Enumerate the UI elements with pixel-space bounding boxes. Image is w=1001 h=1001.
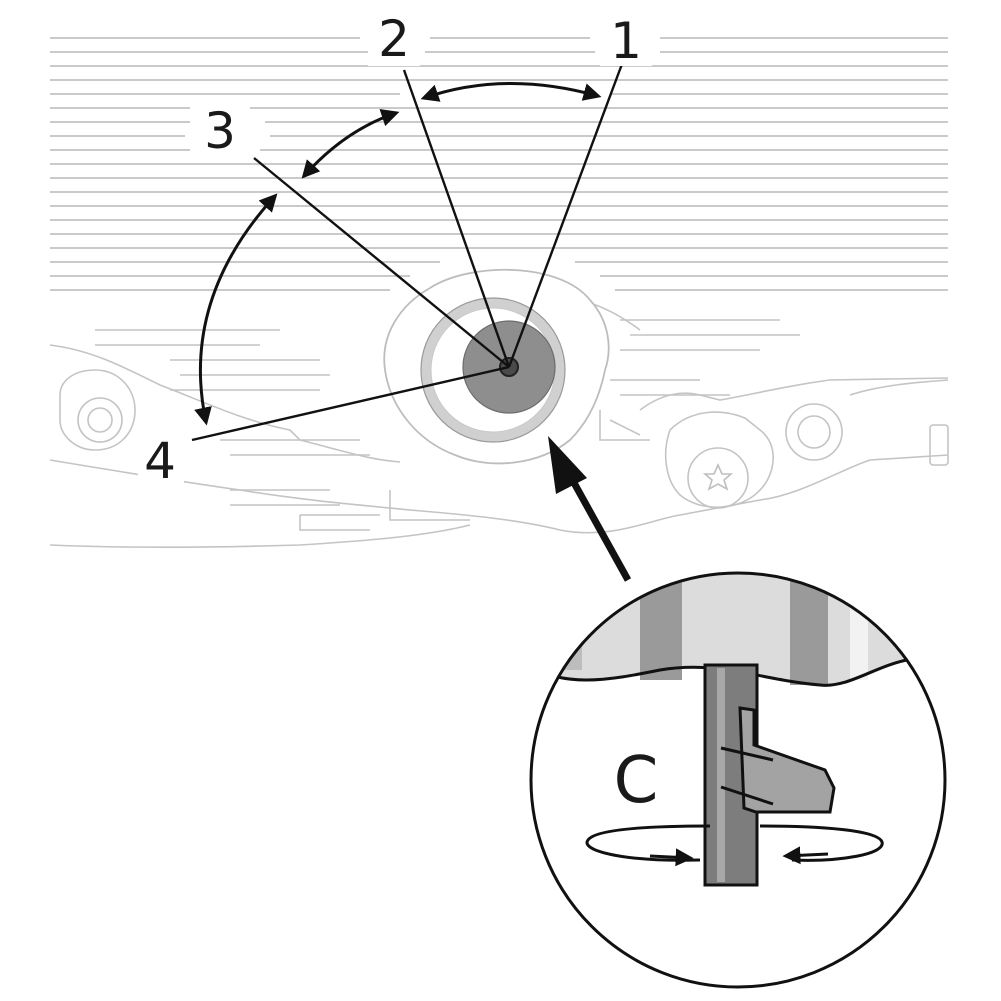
position-line-2 [402,69,511,368]
position-label-4: 4 [144,432,176,490]
position-label-1: 1 [610,12,642,70]
detail-label-c: C [614,744,659,818]
rotation-arcs [194,82,602,426]
arc-arrow-3-4 [194,193,278,426]
position-line-3 [253,157,510,368]
arc-arrow-1-2 [420,82,602,102]
housing-fins [50,37,948,291]
rotate-arrow-left [649,848,694,867]
lever-tab [738,706,836,814]
position-line-1 [507,63,624,368]
position-label-3: 3 [204,102,236,160]
position-lines [191,63,624,442]
rotate-arrow-right [782,846,829,865]
arc-arrow-2-3 [301,109,400,179]
detail-magnifier: C [529,571,947,989]
position-labels: 1 2 3 4 [138,10,652,490]
position-label-2: 2 [378,10,410,68]
detail-pointer-arrow [548,436,632,582]
position-line-4 [191,365,510,442]
central-boss [383,268,610,465]
